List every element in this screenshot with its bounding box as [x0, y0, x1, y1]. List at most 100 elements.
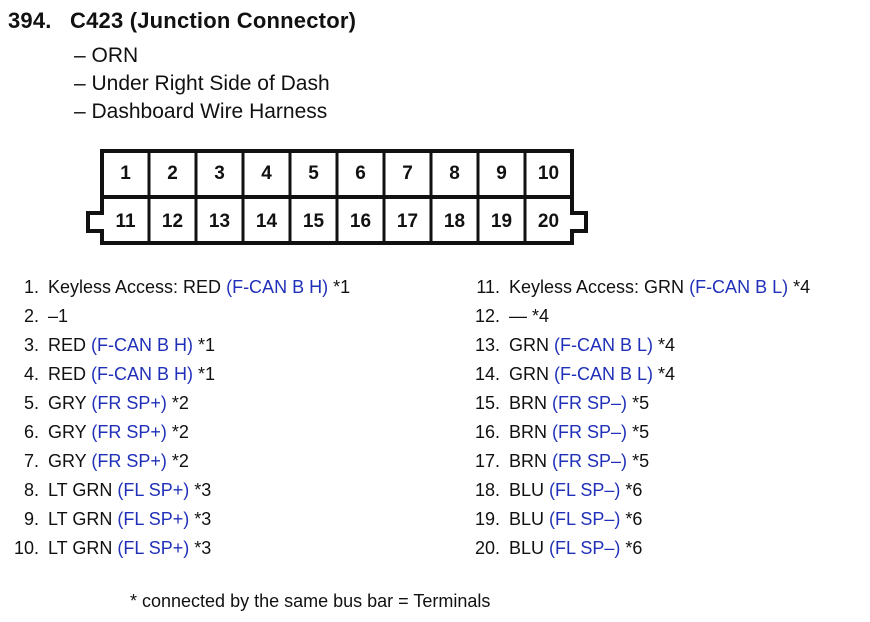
- wire-color: GRY: [48, 422, 87, 442]
- wire-color: –1: [48, 306, 69, 326]
- wire-color: LT GRN: [48, 538, 113, 558]
- connector-pin: 11: [115, 211, 136, 232]
- wire-color: BLU: [509, 509, 545, 529]
- pin-number: 3.: [23, 335, 39, 355]
- bus-bar-note: *2: [171, 422, 189, 442]
- signal-name: (F-CAN B H): [91, 364, 194, 384]
- connector-pin: 7: [402, 163, 413, 184]
- connector-pin: 6: [355, 163, 366, 184]
- pin-description: — *4: [509, 306, 549, 327]
- pin-description: LT GRN (FL SP+) *3: [48, 509, 211, 530]
- bus-bar-note: *5: [632, 451, 650, 471]
- signal-name: (F-CAN B L): [554, 364, 654, 384]
- bus-bar-note: *3: [194, 480, 212, 500]
- item-number: 394.: [8, 8, 52, 33]
- signal-name: (FL SP–): [549, 480, 621, 500]
- wire-color: RED: [48, 364, 87, 384]
- pin-number: 16.: [474, 422, 500, 442]
- bus-bar-note: *3: [194, 509, 212, 529]
- footnote: * connected by the same bus bar = Termin…: [130, 591, 491, 611]
- pin-description: RED (F-CAN B H) *1: [48, 364, 215, 385]
- connector-pin: 16: [349, 211, 372, 232]
- wire-color: BRN: [509, 422, 548, 442]
- signal-name: (F-CAN B L): [689, 277, 789, 297]
- pin-number: 1.: [23, 277, 39, 297]
- pin-description: GRY (FR SP+) *2: [48, 451, 189, 472]
- bus-bar-note: *4: [793, 277, 811, 297]
- signal-name: (FR SP–): [552, 451, 628, 471]
- pin-description: Keyless Access: GRN (F-CAN B L) *4: [509, 277, 810, 298]
- pin-description: GRY (FR SP+) *2: [48, 422, 189, 443]
- bus-bar-note: *3: [194, 538, 212, 558]
- wire-color: RED: [48, 335, 87, 355]
- wire-color: LT GRN: [48, 509, 113, 529]
- pin-number: 5.: [23, 393, 39, 413]
- connector-pin: 17: [396, 211, 419, 232]
- wire-color: —: [509, 306, 527, 326]
- pin-number: 2.: [23, 306, 39, 326]
- pin-description: BRN (FR SP–) *5: [509, 422, 649, 443]
- pin-number: 8.: [23, 480, 39, 500]
- pin-description: LT GRN (FL SP+) *3: [48, 538, 211, 559]
- bus-bar-note: *2: [171, 393, 189, 413]
- bus-bar-note: *4: [658, 364, 676, 384]
- pin-number: 17.: [474, 451, 500, 471]
- connector-pin: 10: [537, 163, 560, 184]
- pin-number: 13.: [474, 335, 500, 355]
- bus-bar-note: *6: [625, 538, 643, 558]
- pin-number: 15.: [474, 393, 500, 413]
- pin-number: 6.: [23, 422, 39, 442]
- pin-number: 9.: [23, 509, 39, 529]
- pin-description: BRN (FR SP–) *5: [509, 393, 649, 414]
- page-title: 394. C423 (Junction Connector): [8, 8, 356, 34]
- pin-number: 18.: [474, 480, 500, 500]
- detail-color: – ORN: [74, 44, 139, 67]
- wire-color: GRN: [509, 364, 549, 384]
- bus-bar-note: *5: [632, 393, 650, 413]
- signal-name: (FL SP–): [549, 538, 621, 558]
- connector-pin: 19: [490, 211, 513, 232]
- wire-color: Keyless Access: GRN: [509, 277, 685, 297]
- bus-bar-note: *1: [333, 277, 351, 297]
- pin-description: Keyless Access: RED (F-CAN B H) *1: [48, 277, 350, 298]
- connector-pin: 14: [255, 211, 278, 232]
- connector-pin: 12: [161, 211, 184, 232]
- pin-number: 19.: [474, 509, 500, 529]
- signal-name: (FR SP+): [91, 393, 167, 413]
- signal-name: (F-CAN B L): [554, 335, 654, 355]
- pin-number: 14.: [474, 364, 500, 384]
- wire-color: BRN: [509, 451, 548, 471]
- pin-number: 4.: [23, 364, 39, 384]
- pin-description: –1: [48, 306, 68, 327]
- wire-color: Keyless Access: RED: [48, 277, 222, 297]
- pin-description: BLU (FL SP–) *6: [509, 538, 642, 559]
- bus-bar-note: *4: [658, 335, 676, 355]
- bus-bar-note: *4: [532, 306, 550, 326]
- connector-pin: 20: [537, 211, 560, 232]
- pin-description: BRN (FR SP–) *5: [509, 451, 649, 472]
- pin-number: 7.: [23, 451, 39, 471]
- signal-name: (F-CAN B H): [91, 335, 194, 355]
- signal-name: (FR SP–): [552, 422, 628, 442]
- bus-bar-note: *6: [625, 480, 643, 500]
- pin-number: 11.: [476, 277, 500, 297]
- wire-color: LT GRN: [48, 480, 113, 500]
- bus-bar-note: *2: [171, 451, 189, 471]
- pin-description: GRN (F-CAN B L) *4: [509, 364, 675, 385]
- bus-bar-note: *1: [198, 364, 216, 384]
- signal-name: (FR SP–): [552, 393, 628, 413]
- connector-title: C423 (Junction Connector): [70, 8, 357, 33]
- signal-name: (FR SP+): [91, 451, 167, 471]
- connector-pin: 5: [308, 163, 319, 184]
- pin-description: LT GRN (FL SP+) *3: [48, 480, 211, 501]
- wire-color: GRN: [509, 335, 549, 355]
- connector-pin: 8: [449, 163, 460, 184]
- detail-harness: – Dashboard Wire Harness: [74, 100, 328, 123]
- pin-description: GRY (FR SP+) *2: [48, 393, 189, 414]
- connector-pin: 9: [496, 163, 507, 184]
- wire-color: BLU: [509, 480, 545, 500]
- connector-pin: 2: [167, 163, 178, 184]
- detail-location: – Under Right Side of Dash: [74, 72, 330, 95]
- wire-color: BRN: [509, 393, 548, 413]
